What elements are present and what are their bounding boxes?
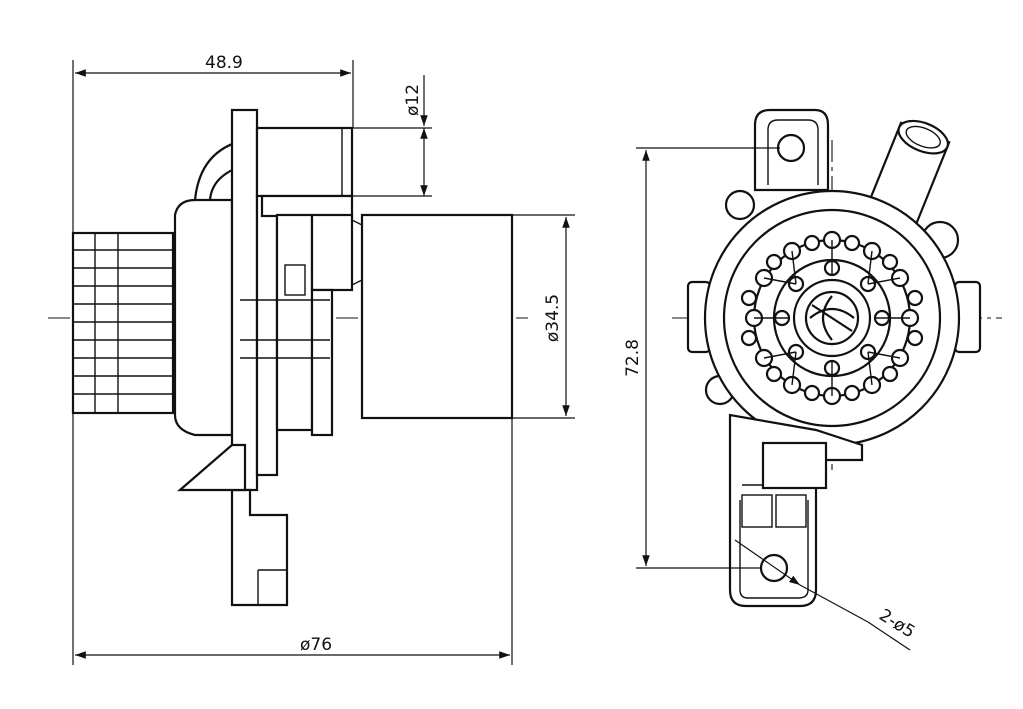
- wedge-foot: [177, 443, 247, 492]
- top-ear: [753, 108, 830, 192]
- hub-vanes: [809, 295, 855, 341]
- dim-height-label: 72.8: [623, 339, 643, 377]
- dim-outlet-label: ø12: [403, 84, 423, 116]
- terminal-block: [275, 213, 314, 432]
- dim-width-label: 48.9: [205, 53, 243, 73]
- dim-overall-label: ø76: [300, 635, 332, 655]
- side-dimensions: 48.9 ø12 ø34.5 ø76: [72, 53, 575, 665]
- outlet-nozzle: [255, 126, 354, 198]
- side-view: [48, 108, 528, 607]
- front-view: [672, 108, 1002, 608]
- impeller-ring: [740, 230, 924, 406]
- motor-cylinder: [360, 213, 514, 420]
- dim-holes-label: 2-ø5: [875, 605, 918, 642]
- connector-fins: [71, 231, 175, 415]
- connector-box: [761, 441, 828, 490]
- pump-housing: [173, 198, 234, 437]
- lower-tab: [230, 488, 289, 607]
- inner-ring: [722, 208, 942, 428]
- inner-flange: [255, 193, 279, 477]
- dim-motor-label: ø34.5: [543, 294, 563, 342]
